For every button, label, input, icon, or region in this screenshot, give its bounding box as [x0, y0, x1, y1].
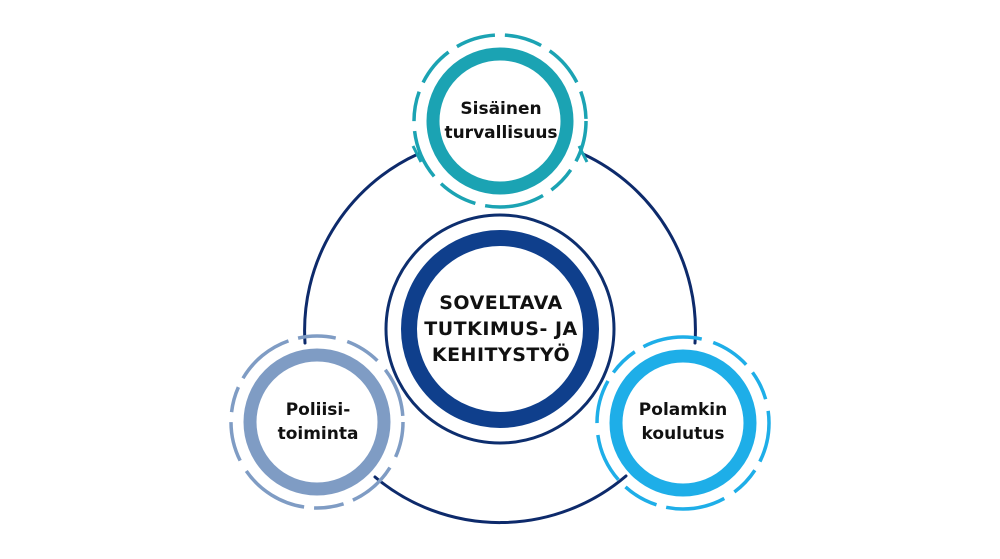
center-label: SOVELTAVA TUTKIMUS- JA KEHITYSTYÖ	[424, 290, 577, 368]
center-label-line-3: KEHITYSTYÖ	[431, 344, 571, 366]
connector-arc-left-top	[303, 152, 420, 345]
node-top-circle	[411, 33, 589, 209]
center-circle	[384, 213, 616, 445]
connector-arc-top-right	[581, 152, 697, 345]
node-top-label-line-1: Sisäinen	[460, 99, 542, 119]
node-right-circle	[595, 335, 771, 511]
node-left-circle	[229, 334, 405, 510]
node-top-label: Sisäinen turvallisuus	[444, 97, 557, 145]
node-left-label-line-1: Poliisi-	[285, 400, 351, 420]
center-label-line-1: SOVELTAVA	[439, 292, 563, 314]
node-right-label-line-2: koulutus	[641, 424, 725, 444]
center-label-line-2: TUTKIMUS- JA	[424, 318, 578, 340]
node-right-label-line-1: Polamkin	[638, 400, 728, 420]
connector-ring	[303, 152, 697, 525]
node-left-label: Poliisi- toiminta	[278, 398, 359, 446]
node-left-label-line-2: toiminta	[277, 424, 359, 444]
connector-arc-bottom	[373, 474, 628, 525]
node-right-label: Polamkin koulutus	[639, 398, 727, 446]
node-top-label-line-2: turvallisuus	[444, 123, 558, 143]
